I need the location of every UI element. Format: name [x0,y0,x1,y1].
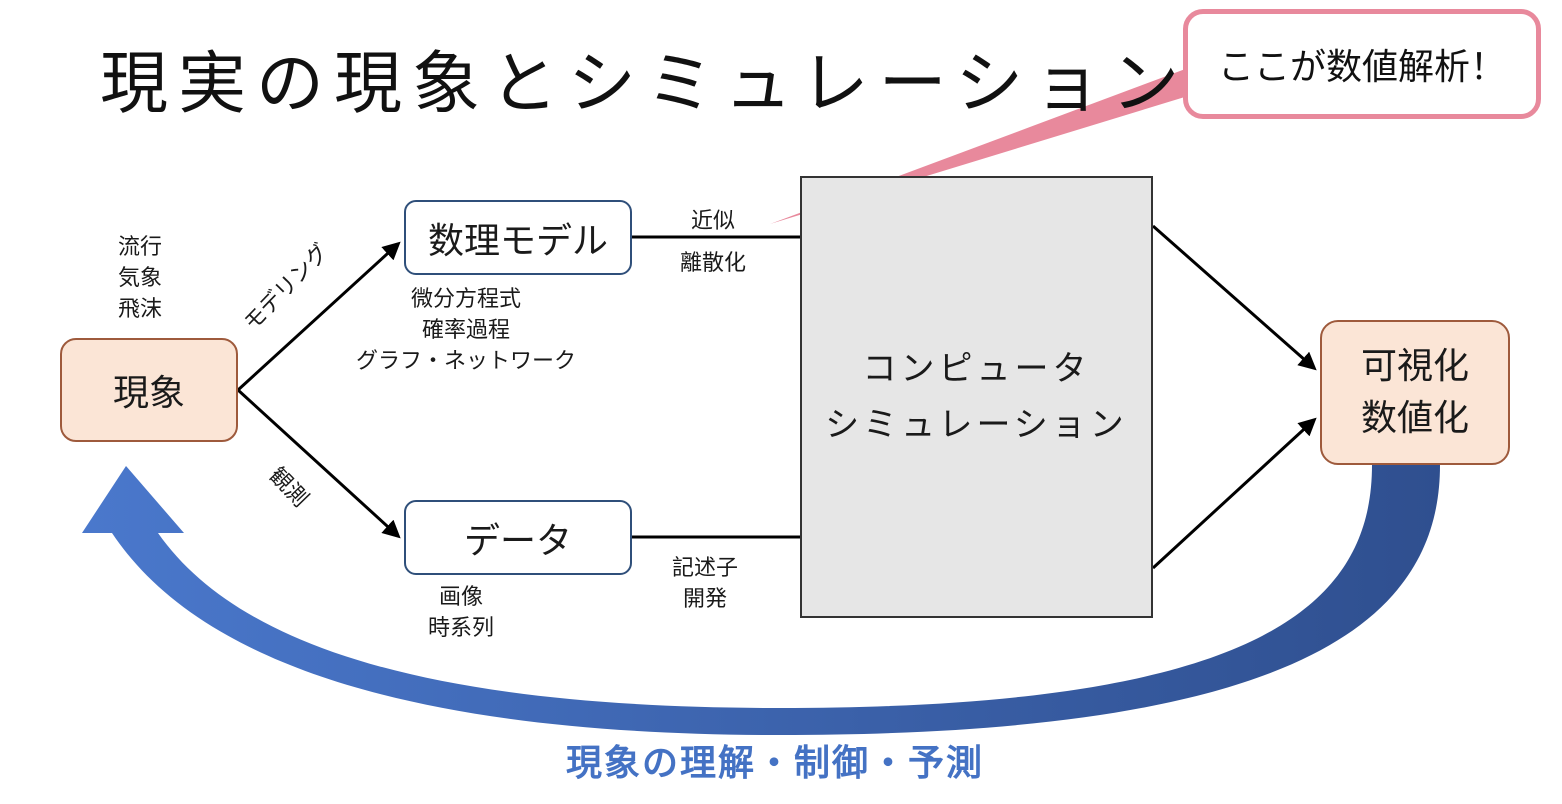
page-title: 現実の現象とシミュレーション [100,45,1190,124]
node-visualization: 可視化 数値化 [1320,320,1510,465]
note-development: 開発 [683,587,728,612]
node-data-label: データ [463,520,572,562]
note-discretization: 離散化 [680,251,747,276]
node-sim-label-line1: コンピュータ [862,349,1091,389]
arrow-modeling [236,241,401,392]
example-weather: 気象 [118,266,163,291]
node-phenomenon-label: 現象 [112,373,185,414]
node-math-model: 数理モデル [404,200,632,275]
descriptor-notes: 記述子 開発 [672,553,738,615]
example-epidemic: 流行 [118,235,163,260]
approx-notes: 近似 離散化 [680,201,746,285]
note-descriptor: 記述子 [672,556,739,581]
feedback-label: 現象の理解・制御・予測 [566,743,985,784]
node-computer-simulation: コンピュータ シミュレーション [800,176,1153,618]
callout-numerical-analysis: ここが数値解析！ [1183,9,1541,119]
data-examples: 画像 時系列 [428,582,494,644]
phenomenon-examples: 流行 気象 飛沫 [118,232,162,325]
example-graph-network: グラフ・ネットワーク [356,349,577,374]
node-vis-label-line2: 数値化 [1360,397,1469,439]
node-vis-label-line1: 可視化 [1360,345,1469,387]
arrow-observation [236,388,401,539]
node-data: データ [404,500,632,575]
node-sim-label-line2: シミュレーション [825,405,1128,445]
example-image: 画像 [439,585,484,610]
note-approximation: 近似 [691,209,736,234]
arrow-sim-to-vis-lower [1151,417,1317,570]
example-time-series: 時系列 [428,616,495,641]
example-differential-equations: 微分方程式 [411,287,522,312]
node-math-model-label: 数理モデル [427,220,608,262]
model-examples: 微分方程式 確率過程 グラフ・ネットワーク [356,284,576,377]
arrow-sim-to-vis-upper [1152,224,1317,371]
example-stochastic-process: 確率過程 [422,318,511,343]
example-droplet: 飛沫 [118,297,163,322]
node-phenomenon: 現象 [60,338,238,442]
